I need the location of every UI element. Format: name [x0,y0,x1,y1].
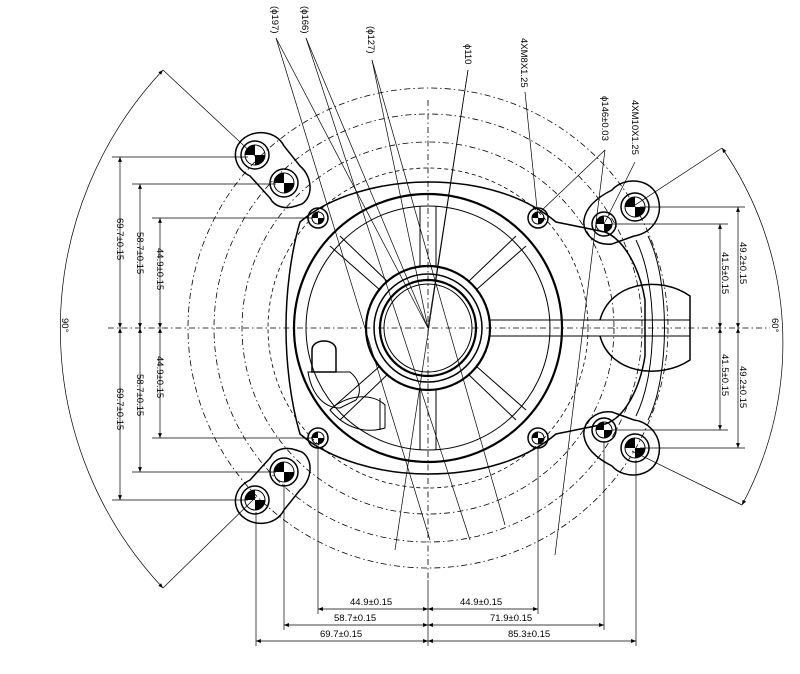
left-dimensions: 69.7±0.15 58.7±0.15 44.9±0.15 44.9±0.15 … [112,156,312,501]
hole-m8-br [527,427,549,449]
callouts: (ϕ197) (ϕ166) (ϕ127) ϕ110 4XM8X1.25 ϕ146… [269,6,640,155]
dim-bottom-r2: 71.9±0.15 [490,613,532,624]
callout-m8: 4XM8X1.25 [518,38,529,88]
hole-m8-bl [307,427,329,449]
callout-d110: ϕ110 [462,44,473,64]
angle-labels: 90° 60° [59,318,780,333]
dim-left-top-inner: 44.9±0.15 [154,248,165,290]
dim-left-bot-mid: 58.7±0.15 [134,374,145,416]
dim-right-top-inner: 41.5±0.15 [719,252,730,294]
dim-bottom-l3: 69.7±0.15 [320,629,362,640]
reference-circles [187,87,669,569]
dim-left-top-mid: 58.7±0.15 [134,232,145,274]
dim-bottom-l1: 44.9±0.15 [350,597,392,608]
callout-m10: 4XM10X1.25 [629,100,640,155]
side-lobe [599,235,691,421]
flange-body [285,181,646,475]
dim-left-bot-inner: 44.9±0.15 [154,356,165,398]
mounting-lugs [234,132,661,524]
dim-bottom-r1: 44.9±0.15 [460,597,502,608]
callout-d166: (ϕ166) [299,6,310,34]
ribs [329,206,690,450]
hole-tl-outer [240,140,270,170]
dim-left-top-outer: 69.7±0.15 [114,218,125,260]
dim-right-bot-inner: 41.5±0.15 [719,354,730,396]
callout-d197: (ϕ197) [269,6,280,34]
dim-bottom-r3: 85.3±0.15 [508,629,550,640]
leader-lines [275,37,636,556]
callout-d146: ϕ146±0.03 [599,96,610,141]
dim-left-bot-outer: 69.7±0.15 [114,388,125,430]
center-lines [108,100,770,580]
dim-right-top-outer: 49.2±0.15 [737,242,748,284]
angle-arcs [59,69,784,589]
bottom-dimensions: 44.9±0.15 58.7±0.15 69.7±0.15 44.9±0.15 … [255,442,637,646]
callout-d127: (ϕ127) [365,26,376,54]
hole-tl-mid [269,168,299,198]
right-dimensions: 49.2±0.15 41.5±0.15 41.5±0.15 49.2±0.15 [612,206,748,449]
dim-bottom-l2: 58.7±0.15 [334,613,376,624]
boss-feature [307,340,386,431]
angle-right-label: 60° [769,318,780,333]
angle-left-label: 90° [59,318,70,333]
hole-m8-tr [527,207,549,229]
dim-right-bot-outer: 49.2±0.15 [737,366,748,408]
